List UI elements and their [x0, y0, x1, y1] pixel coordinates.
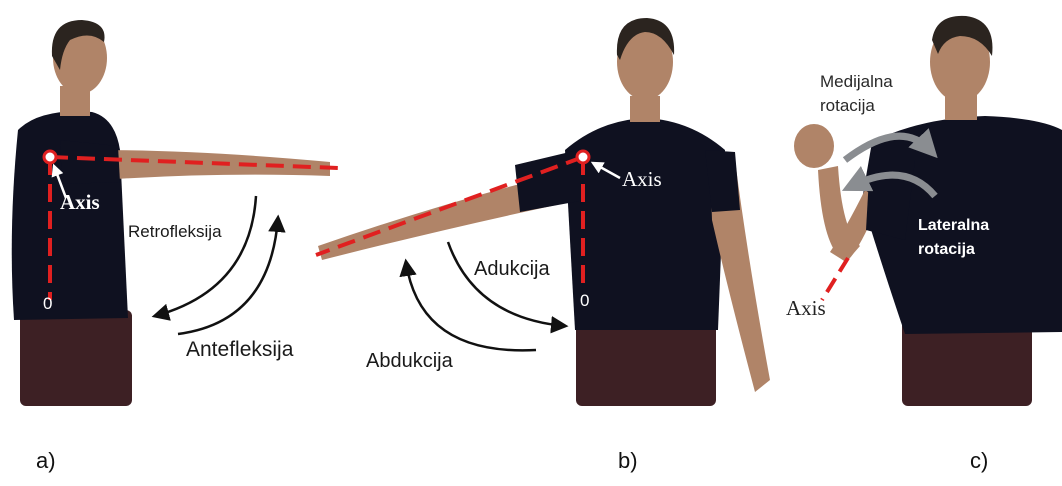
figure-a-retroflexion-arrow: [151, 195, 258, 321]
figure-c-lateral-rotation-label: Lateralna rotacija: [918, 217, 990, 258]
figure-a-horizontal-axis: [49, 155, 339, 170]
figure-b-abduction-label: Abdukcija: [366, 350, 453, 372]
figure-b-left-arm: [318, 170, 580, 260]
figure-a-anteflexion-label: Antefleksija: [186, 338, 294, 361]
figure-b-axis-label: Axis: [622, 167, 662, 191]
figure-b-caption: b): [618, 448, 638, 473]
figure-a-sleeve: [60, 140, 120, 184]
figure-b-zero-label: 0: [580, 291, 590, 310]
figure-b-right-arm: [710, 160, 770, 392]
figure-a-axis-point: [42, 149, 58, 165]
figure-c-medial-rotation-label: Medijalna rotacija: [820, 72, 893, 115]
figure-a-axis-pointer: [51, 163, 68, 199]
figure-b-right-sleeve: [705, 150, 740, 212]
figure-a-hair: [51, 20, 105, 70]
figure-c-axis-line: [820, 256, 850, 302]
figure-b-hair: [616, 18, 675, 60]
figure-b-neck: [630, 96, 660, 122]
figure-b-axis-pointer: [590, 161, 621, 180]
figure-b-pants: [576, 312, 716, 406]
figure-c-pants: [902, 320, 1032, 406]
figure-a-axis-label: Axis: [60, 190, 100, 214]
figure-a-zero-label: 0: [43, 294, 53, 313]
figure-a-anteflexion-arrow: [177, 214, 286, 336]
figure-a-pants: [20, 310, 132, 406]
figure-b-head: [617, 24, 673, 100]
figure-b-abduction-arrow: [399, 258, 537, 352]
figure-c-caption: c): [970, 448, 989, 473]
figure-c-forearm: [818, 166, 860, 262]
figure-b-arm-axis: [315, 155, 584, 257]
figure-c-axis-label: Axis: [786, 296, 826, 320]
figure-c-hair: [932, 15, 993, 56]
figure-c-lateral-rotation-arrow: [841, 166, 938, 199]
figure-c: [794, 15, 1062, 406]
figure-b-adduction-arrow: [446, 241, 569, 334]
figure-c-medial-rotation-arrow: [842, 128, 938, 163]
figure-a-caption: a): [36, 448, 56, 473]
figure-c-fist: [794, 124, 834, 168]
figure-b: [315, 18, 770, 406]
figure-b-left-sleeve: [515, 150, 585, 212]
figure-a: [11, 20, 339, 406]
figure-b-axis-point: [575, 149, 591, 165]
figure-a-retroflexion-label: Retrofleksija: [128, 222, 222, 241]
figure-b-adduction-label: Adukcija: [474, 258, 550, 280]
